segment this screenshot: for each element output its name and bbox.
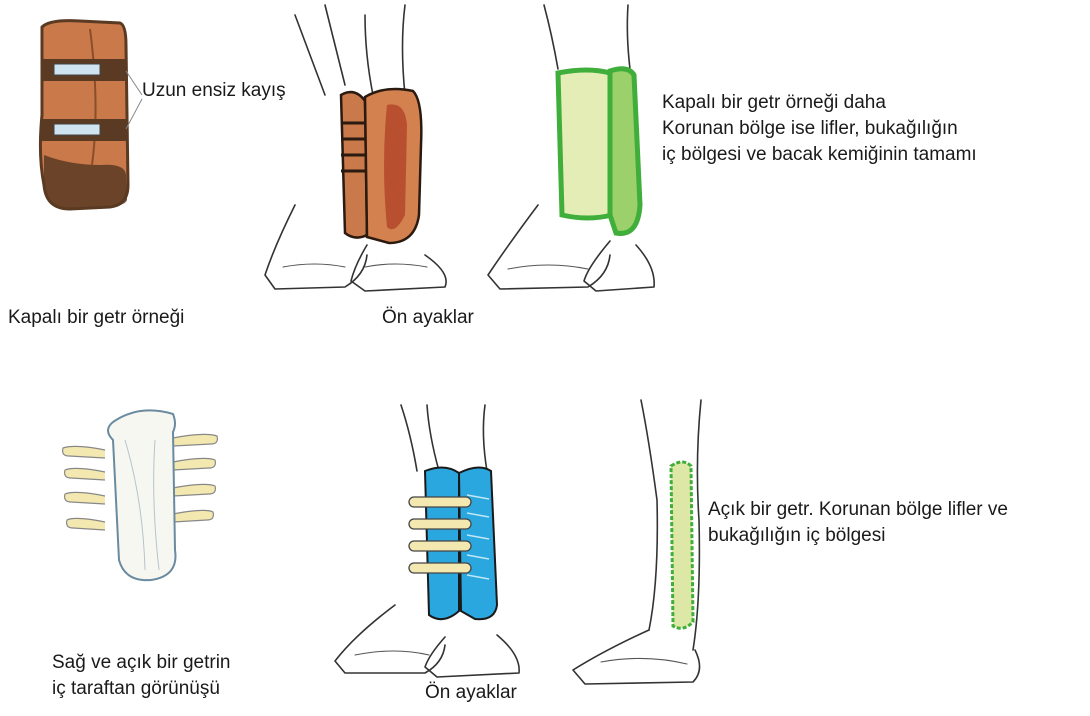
open-boot-caption: Açık bir getr. Korunan bölge lifler ve b… xyxy=(708,497,1008,549)
green-boot xyxy=(558,69,640,234)
front-leg-open-green-boot-illustration xyxy=(565,400,715,690)
closed-example-caption: Kapalı bir getr örneği xyxy=(8,305,184,331)
brown-boot-front xyxy=(365,89,421,243)
closed-more-caption: Kapalı bir getr örneği daha Korunan bölg… xyxy=(662,90,977,168)
brown-boot-back xyxy=(341,92,367,237)
front-leg-brown-boot-illustration xyxy=(255,5,455,295)
closed-boot-illustration xyxy=(30,15,130,215)
front-leg-green-boot-illustration xyxy=(478,5,658,295)
open-boot-inside-illustration xyxy=(55,400,235,590)
strap-lower xyxy=(42,119,126,141)
open-inside-caption: Sağ ve açık bir getrin iç taraftan görün… xyxy=(52,650,230,702)
front-legs-caption-bottom: Ön ayaklar xyxy=(425,680,517,706)
front-leg-blue-boot-illustration xyxy=(325,405,525,685)
strap-upper xyxy=(42,59,126,81)
open-green-boot xyxy=(671,462,693,628)
front-legs-caption-top: Ön ayaklar xyxy=(382,305,474,331)
